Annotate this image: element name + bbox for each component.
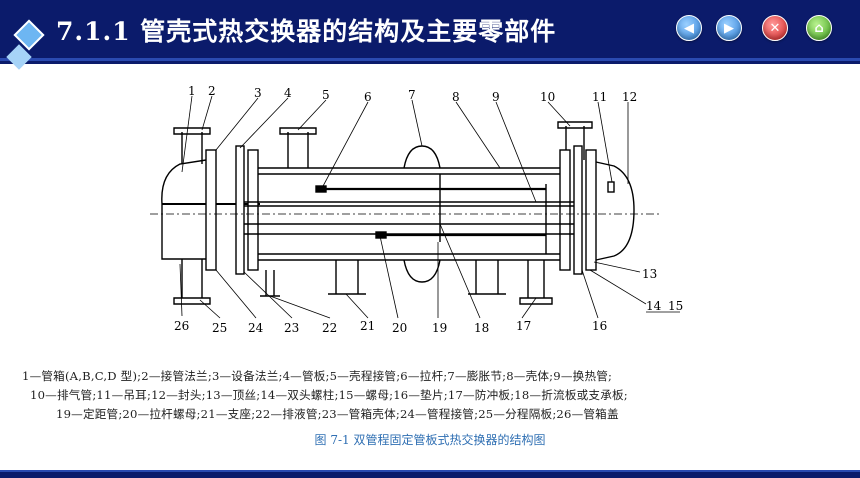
label-24: 24: [248, 321, 264, 335]
left-channel-box: [161, 159, 207, 260]
label-16: 16: [592, 319, 607, 333]
caption-line-3: 19—定距管;20—拉杆螺母;21—支座;22—排液管;23—管箱壳体;24—管…: [56, 407, 619, 421]
channel-nozzle-top: [173, 127, 211, 164]
label-17: 17: [516, 319, 531, 333]
lifting-lug: [607, 181, 615, 193]
label-15: 15: [668, 299, 683, 313]
label-26: 26: [174, 319, 189, 333]
label-8: 8: [452, 90, 460, 104]
footer-bar: [0, 470, 860, 478]
home-icon: ⌂: [814, 20, 824, 36]
leader-lines: [179, 95, 680, 319]
left-arrow-icon: ◀: [684, 20, 694, 36]
shell-nozzle-top: [279, 127, 317, 168]
shell-nozzle-bottom: [519, 260, 553, 305]
label-4: 4: [284, 86, 292, 100]
head-flange: [585, 149, 597, 271]
expansion-joint-top: [403, 145, 441, 169]
caption-line-2: 10—排气管;11—吊耳;12—封头;13—顶丝;14—双头螺柱;15—螺母;1…: [30, 388, 628, 402]
label-12: 12: [622, 90, 637, 104]
home-button[interactable]: ⌂: [806, 15, 832, 41]
right-tubesheet: [573, 145, 583, 275]
label-11: 11: [592, 90, 607, 104]
label-7: 7: [408, 88, 416, 102]
label-14: 14: [646, 299, 662, 313]
label-6: 6: [364, 90, 372, 104]
drain-pipe: [260, 270, 280, 297]
channel-flange: [205, 149, 217, 271]
label-20: 20: [392, 321, 407, 335]
label-5: 5: [322, 88, 330, 102]
right-arrow-icon: ▶: [724, 20, 734, 36]
label-23: 23: [284, 321, 299, 335]
tie-rod-nut-bottom: [375, 231, 387, 239]
diagram-labels: 1 2 3 4 5 6 7 8 9 10 11 12 26 25 24 23 2…: [174, 84, 683, 335]
left-tubesheet: [235, 145, 245, 275]
page-title: 7.1.1 管壳式热交换器的结构及主要零部件: [56, 17, 557, 46]
label-9: 9: [492, 90, 500, 104]
exchanger-drawing: [150, 121, 660, 305]
tie-rod-nut-top: [315, 185, 327, 193]
label-22: 22: [322, 321, 337, 335]
label-25: 25: [212, 321, 227, 335]
header-accent-line: [0, 58, 860, 61]
label-2: 2: [208, 84, 216, 98]
channel-nozzle-bottom: [173, 259, 211, 305]
label-3: 3: [254, 86, 262, 100]
prev-button[interactable]: ◀: [676, 15, 702, 41]
support-right: [468, 260, 506, 295]
figure-title: 图 7-1 双管程固定管板式热交换器的结构图: [314, 433, 546, 447]
heat-exchanger-diagram: 1 2 3 4 5 6 7 8 9 10 11 12 26 25 24 23 2…: [150, 84, 683, 335]
label-21: 21: [360, 319, 375, 333]
label-18: 18: [474, 321, 489, 335]
caption-line-1: 1—管箱(A,B,C,D 型);2—接管法兰;3—设备法兰;4—管板;5—壳程接…: [22, 369, 613, 383]
close-button[interactable]: ✕: [762, 15, 788, 41]
label-1: 1: [188, 84, 196, 98]
end-head: [595, 161, 635, 261]
close-icon: ✕: [769, 20, 781, 36]
footer-accent-line: [0, 470, 860, 472]
shell-flange-right: [559, 149, 571, 271]
label-10: 10: [540, 90, 555, 104]
next-button[interactable]: ▶: [716, 15, 742, 41]
support-left: [328, 260, 366, 295]
label-19: 19: [432, 321, 447, 335]
expansion-joint-bottom: [403, 259, 441, 283]
shell-flange-left: [247, 149, 259, 271]
label-13: 13: [642, 267, 657, 281]
